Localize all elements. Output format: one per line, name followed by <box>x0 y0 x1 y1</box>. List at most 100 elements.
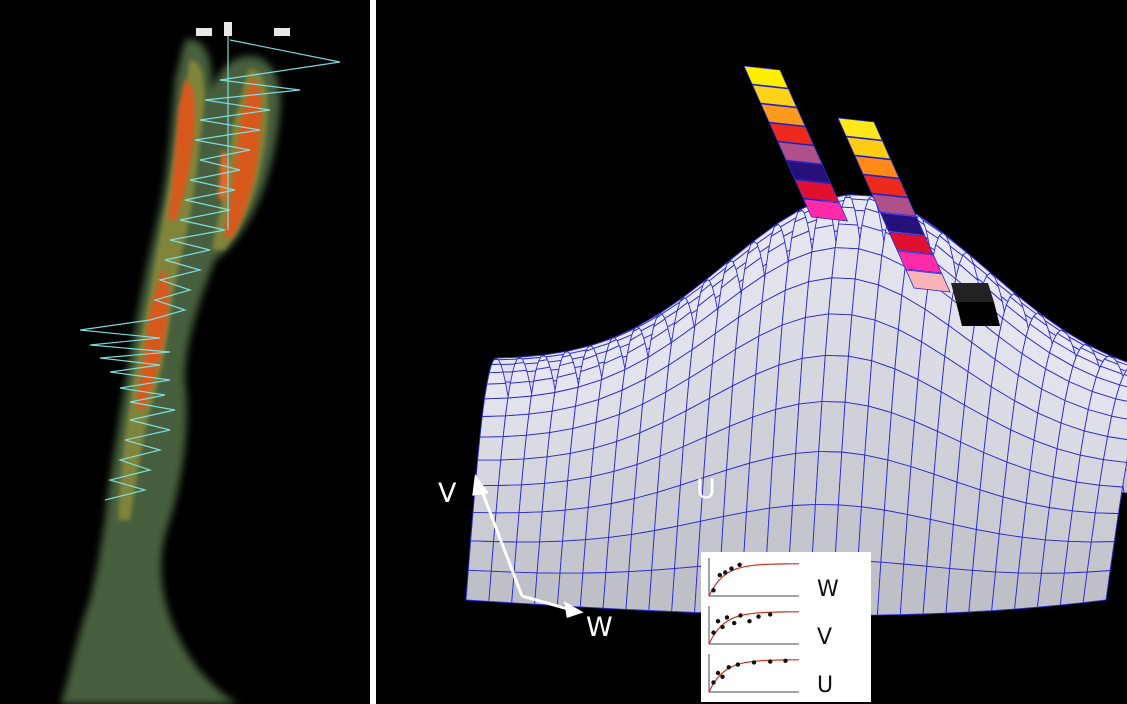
surface-cell <box>804 277 833 318</box>
surface-cell <box>504 395 532 417</box>
legend-data-point <box>715 670 721 676</box>
surface-cell <box>1067 510 1096 543</box>
surface-cell <box>788 503 816 561</box>
legend-data-point <box>735 662 740 667</box>
highlight-cell <box>777 141 823 165</box>
surface-cell <box>880 509 908 565</box>
surface-cell <box>837 451 866 508</box>
surface-cell <box>1086 541 1115 573</box>
v-arrowhead-icon <box>472 474 489 496</box>
highlight-cell <box>879 212 926 236</box>
surface-cell <box>991 571 1019 612</box>
surface-cell <box>972 528 1000 573</box>
surface-cell <box>867 360 896 414</box>
legend-data-point <box>720 674 725 679</box>
surface-cell <box>628 529 655 573</box>
surface-cell <box>495 484 522 514</box>
surface-cell <box>795 400 823 454</box>
surface-cell <box>481 397 509 417</box>
surface-cell <box>1094 484 1124 514</box>
surface-cell <box>851 278 879 321</box>
surface-cell <box>493 512 520 543</box>
surface-cell <box>585 502 612 541</box>
v-axis-label: V <box>438 478 457 509</box>
surface-cell <box>821 354 849 403</box>
surface-cell <box>968 569 996 613</box>
highlight-cell <box>845 136 892 160</box>
surface-cell <box>772 403 800 458</box>
legend-row: W <box>708 558 839 602</box>
surface-cell <box>1040 539 1069 574</box>
surface-cell <box>477 436 504 461</box>
surface-cell <box>579 572 607 609</box>
surface-cell <box>903 513 931 567</box>
surface-cell <box>926 518 954 569</box>
surface-cell <box>1021 502 1050 541</box>
surface-cell <box>1090 512 1119 543</box>
surface-cell <box>556 572 584 608</box>
surface-cell <box>798 354 826 405</box>
w-arrowhead-icon <box>564 601 584 618</box>
surface-cell <box>1044 506 1073 542</box>
surface-cell <box>949 523 977 571</box>
surface-cell <box>998 496 1027 538</box>
legend-data-point <box>756 614 761 619</box>
highlight-cell <box>837 117 883 141</box>
surface-cell <box>811 503 839 561</box>
w-axis-arrow <box>521 594 573 612</box>
surface-cell <box>541 480 569 513</box>
surface-cell <box>516 511 543 543</box>
surface-cell <box>814 450 843 506</box>
highlight-cell <box>802 198 849 222</box>
legend-data-point <box>768 659 773 664</box>
surface-cell <box>1098 459 1127 488</box>
legend-data-point <box>717 572 722 578</box>
surface-cell <box>749 408 777 464</box>
surface-cell <box>801 313 830 359</box>
surface-cell <box>559 539 587 574</box>
surface-cell <box>605 533 632 573</box>
surface-cell <box>824 313 853 357</box>
surface-cell <box>995 533 1023 574</box>
fit-legend: WVU <box>701 552 871 702</box>
surface-cell <box>1115 384 1127 402</box>
surface-cell <box>818 400 846 453</box>
surface-cell <box>929 473 958 525</box>
v-axis-arrow <box>478 485 524 597</box>
shadow-cells <box>951 283 1000 326</box>
surface-cell <box>746 456 774 513</box>
highlight-cell <box>785 160 832 184</box>
inner-isosurface <box>136 78 262 410</box>
surface-cell <box>1063 540 1092 574</box>
legend-label: V <box>817 625 832 650</box>
surface-cell <box>602 571 630 610</box>
highlight-cell <box>794 179 840 203</box>
surface-cell <box>975 489 1004 535</box>
legend-data-point <box>720 624 725 630</box>
surface-cell <box>769 452 797 509</box>
legend-data-point <box>737 562 742 567</box>
surface-cell <box>488 570 515 604</box>
surface-cell <box>775 357 803 410</box>
highlight-cell <box>751 84 798 108</box>
surface-cell <box>525 410 553 436</box>
surface-cell <box>1075 454 1105 486</box>
surface-cell <box>864 405 892 461</box>
highlight-cell <box>743 65 789 89</box>
legend-data-point <box>711 680 716 685</box>
legend-label: W <box>817 577 839 602</box>
grid-surface <box>465 194 1127 616</box>
highlight-cell <box>896 250 943 274</box>
legend-data-point <box>724 615 730 620</box>
axis-arrows <box>472 474 584 618</box>
surface-cell <box>518 482 546 514</box>
surface-cell <box>1107 415 1127 440</box>
surface-cell <box>876 561 905 616</box>
legend-row: V <box>708 606 832 650</box>
surface-cell <box>1017 536 1046 574</box>
highlight-strips <box>743 65 951 293</box>
surface-cell <box>608 497 635 538</box>
surface-cell <box>828 277 856 316</box>
surface-cell <box>648 567 676 612</box>
